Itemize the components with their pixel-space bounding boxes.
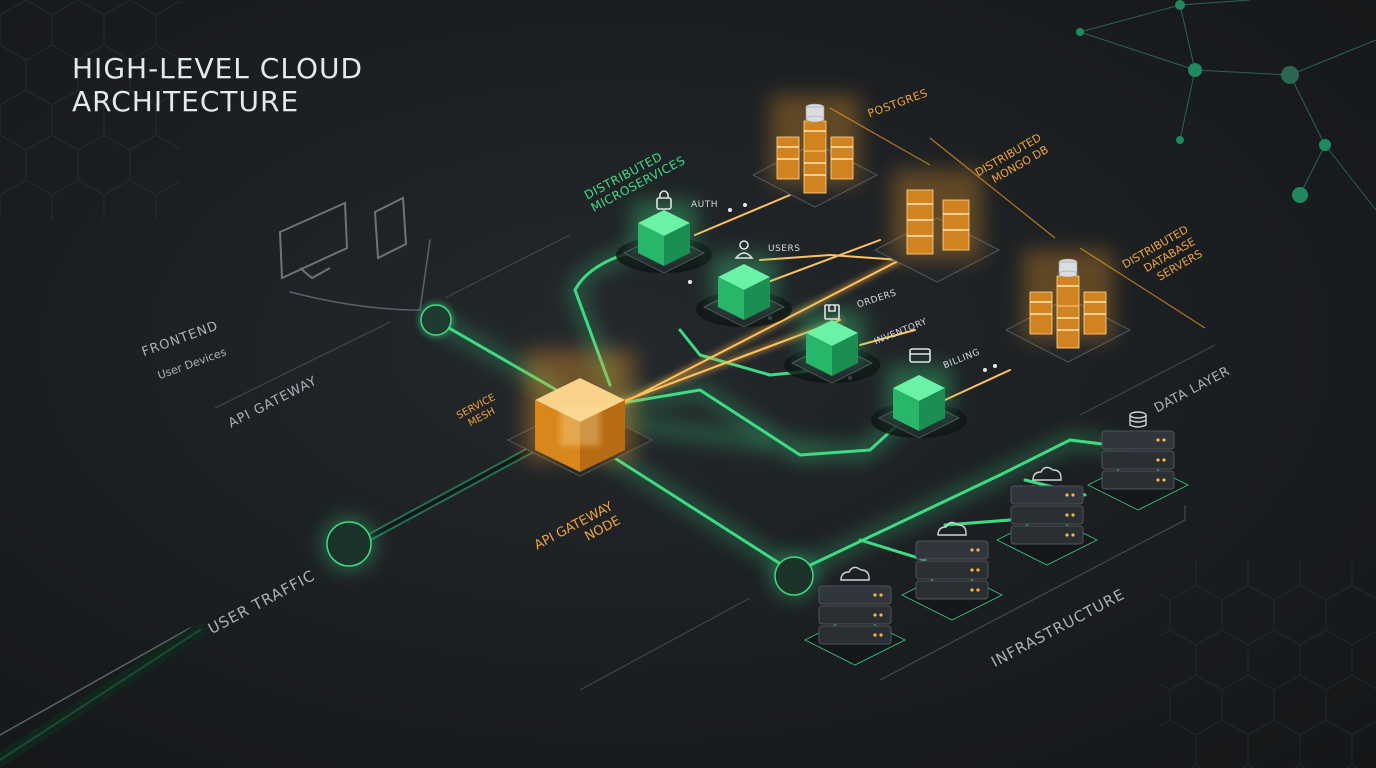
infrastructure-servers [804, 411, 1189, 666]
network-pipes [0, 194, 1115, 767]
divider-lines [214, 234, 1216, 691]
cloud-icon [937, 521, 967, 536]
user-icon [734, 240, 754, 259]
bracket-lines [829, 107, 1206, 681]
page-title: HIGH-LEVEL CLOUD ARCHITECTURE [72, 52, 363, 118]
service-label-auth: AUTH [691, 200, 719, 210]
api-gateway-cube [506, 350, 654, 477]
card-icon [909, 348, 931, 363]
cloud-icon [840, 566, 870, 581]
lock-icon [656, 190, 672, 210]
hex-pattern-bottomright [1160, 560, 1376, 768]
database-stacks [751, 95, 1132, 363]
database-icon [1058, 258, 1078, 278]
tablet-icon [373, 196, 408, 260]
page-title-line1: HIGH-LEVEL CLOUD [72, 52, 364, 85]
junction-nodes [323, 302, 816, 598]
service-label-users: USERS [768, 244, 801, 254]
cloud-icon [1032, 466, 1062, 481]
hex-pattern-topleft [0, 0, 180, 220]
monitor-icon [278, 201, 349, 280]
box-icon [824, 304, 840, 320]
microservice-cubes [616, 201, 967, 439]
database-icon [1129, 411, 1147, 428]
database-icon [805, 103, 825, 123]
network-constellation [1079, 0, 1376, 211]
page-title-line2: ARCHITECTURE [72, 85, 300, 118]
network-nodes [1076, 0, 1331, 203]
